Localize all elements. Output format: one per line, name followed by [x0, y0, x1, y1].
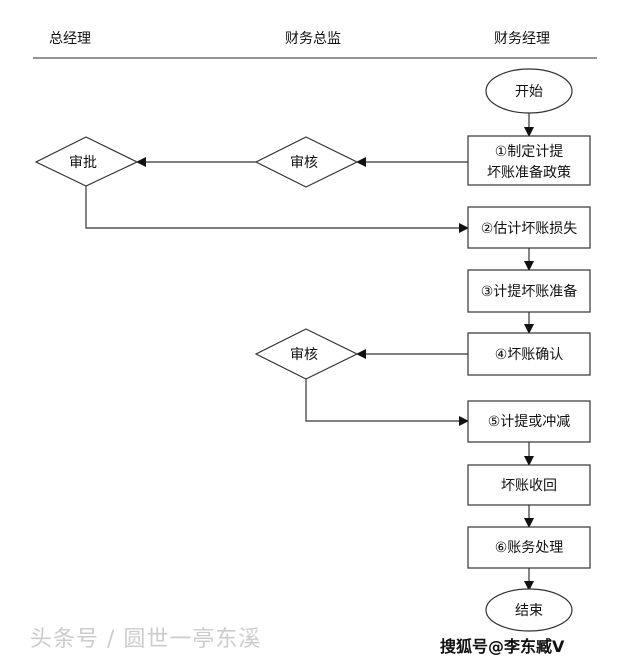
step2-label: ②估计坏账损失: [481, 221, 578, 237]
step5-box: [467, 400, 591, 443]
step3-label: ③计提坏账准备: [481, 283, 578, 300]
step4-box: [467, 332, 591, 376]
watermark-secondary: 搜狐号@李东臧V: [440, 637, 565, 656]
review1-label: 审核: [290, 155, 318, 171]
end-node: [485, 588, 573, 632]
step6-label: ⑥账务处理: [495, 540, 564, 556]
step1-box: [467, 135, 591, 186]
start-label: 开始: [515, 84, 543, 100]
step1-label-2: 坏账准备政策: [487, 164, 571, 181]
step2-box: [467, 206, 591, 249]
recover-label: 坏账收回: [501, 478, 557, 494]
review2-label: 审核: [290, 347, 318, 363]
end-label: 结束: [515, 603, 543, 619]
step1-label-1: ①制定计提: [495, 144, 564, 160]
watermark-primary: 头条号 / 圆世一亭东溪: [30, 627, 262, 652]
edge-review2-step5: [305, 379, 469, 426]
review2-diamond: [254, 328, 359, 380]
lane-finance-director: 财务总监: [285, 31, 341, 47]
edge-approve-step2: [85, 186, 469, 233]
review1-diamond: [254, 136, 359, 188]
approve-diamond: [34, 136, 139, 187]
step6-box: [467, 526, 591, 569]
approve-label: 审批: [69, 155, 97, 171]
step3-box: [467, 269, 591, 313]
lane-general-manager: 总经理: [49, 31, 91, 47]
lane-finance-manager: 财务经理: [494, 31, 550, 47]
step5-label: ⑤计提或冲减: [488, 414, 571, 430]
recover-box: [467, 464, 591, 506]
step4-label: ④坏账确认: [495, 347, 564, 363]
start-node: [485, 68, 573, 114]
